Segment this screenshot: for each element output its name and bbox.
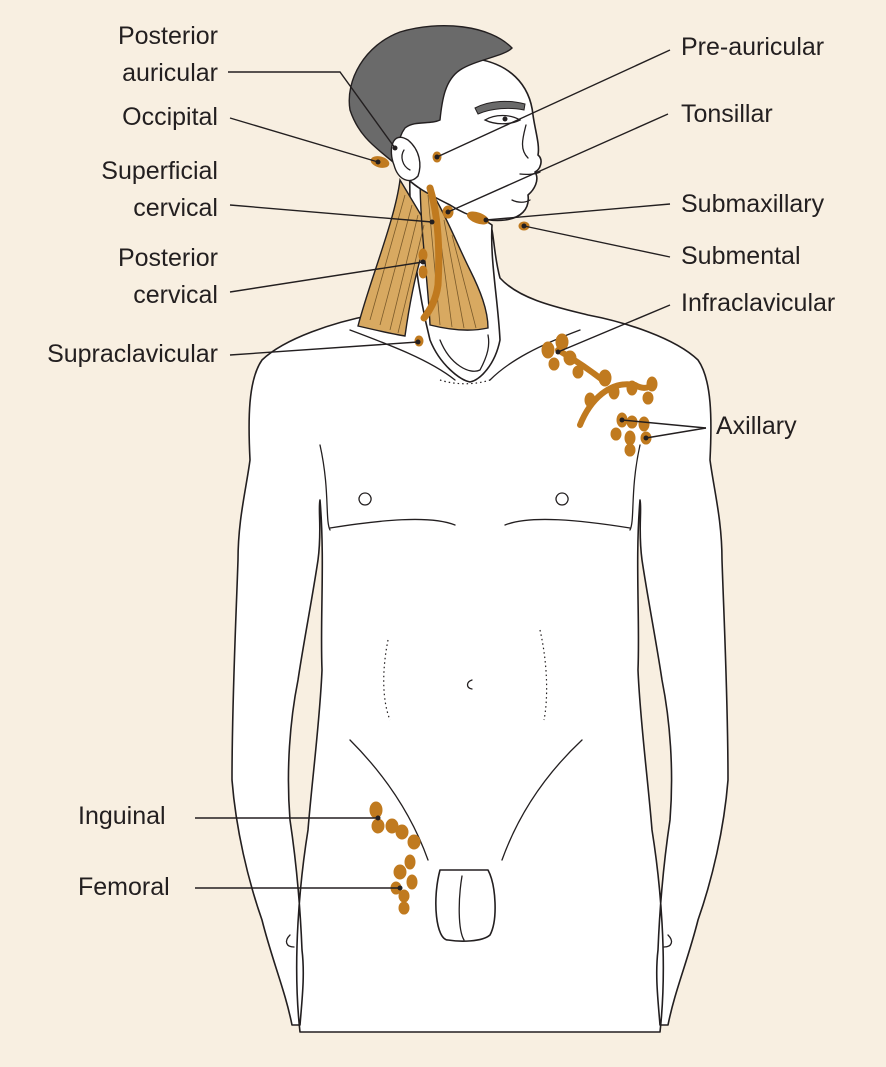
label-infraclavicular: Infraclavicular: [681, 289, 836, 317]
leader-posterior-cervical: [229, 261, 424, 293]
label-supraclavicular: Supraclavicular: [47, 340, 218, 368]
label-femoral: Femoral: [78, 873, 170, 901]
label-axillary: Axillary: [716, 412, 797, 440]
label-superficial-cervical: Superficial cervical: [101, 157, 218, 222]
leader-occipital: [229, 117, 379, 163]
leader-supraclavicular: [229, 341, 419, 356]
ear: [390, 136, 421, 182]
label-posterior-cervical: Posterior cervical: [117, 244, 218, 309]
node-infraclavicular: [541, 333, 658, 428]
label-occipital: Occipital: [122, 103, 218, 131]
leader-axillary-1: [621, 419, 707, 429]
node-posterior-cervical-1: [418, 248, 428, 262]
node-submaxillary: [467, 211, 489, 225]
node-femoral: [390, 854, 418, 915]
label-submental: Submental: [681, 242, 801, 270]
leader-infraclavicular: [557, 304, 671, 353]
body-outline: [231, 229, 729, 1033]
leader-submaxillary: [485, 203, 671, 221]
leader-submental: [523, 225, 671, 258]
label-inguinal: Inguinal: [78, 802, 166, 830]
leader-lines: [195, 49, 707, 889]
leader-pins: [375, 145, 649, 891]
leader-pre-auricular: [436, 49, 671, 158]
label-tonsillar: Tonsillar: [681, 100, 773, 128]
node-posterior-cervical-2: [418, 265, 428, 279]
node-inguinal: [369, 801, 421, 850]
leader-superficial-cervical: [229, 204, 433, 223]
label-pre-auricular: Pre-auricular: [681, 33, 825, 61]
label-posterior-auricular: Posterior auricular: [117, 22, 218, 87]
leader-tonsillar: [447, 113, 669, 213]
hair: [348, 25, 513, 170]
leader-posterior-auricular: [228, 71, 396, 149]
node-axillary: [610, 412, 652, 457]
node-superficial-cervical-chain: [420, 184, 443, 322]
lymph-nodes: [369, 151, 658, 915]
label-submaxillary: Submaxillary: [681, 190, 825, 218]
leader-axillary-2: [645, 427, 707, 439]
